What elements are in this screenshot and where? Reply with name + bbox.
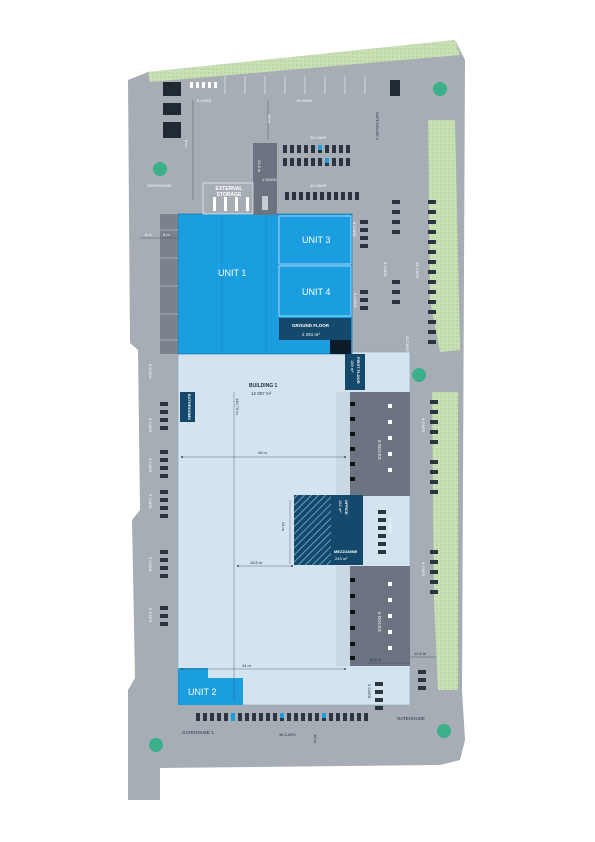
parking-label: 8 CARS <box>352 222 357 237</box>
parking-label: 4 CARS <box>148 458 153 473</box>
parking-label: 5 CARS <box>148 494 153 509</box>
parking-label: 13 CARS <box>405 335 410 352</box>
dimension-label: 6 m <box>163 232 170 237</box>
dimension-label: 15 m <box>313 734 318 743</box>
dimension-label: 16,4 m <box>369 657 382 662</box>
unit-2-label: UNIT 2 <box>188 687 217 697</box>
parking-label: 8 CARS <box>383 262 388 277</box>
parking-label: 4 CARS <box>388 518 393 533</box>
dimension-label: 18,5 m <box>250 560 263 565</box>
mezzanine-block <box>331 545 363 565</box>
unit-1-label: UNIT 1 <box>218 268 247 278</box>
dimension-label: 48 m <box>258 450 267 455</box>
office-block <box>331 495 363 545</box>
parking-label: 10 VANS <box>296 98 313 103</box>
parking-label: 5 CARS <box>197 98 212 103</box>
dimension-label: 12,5 m <box>414 651 427 656</box>
building-area: 12 007 m² <box>251 391 272 396</box>
dimension-label: 6 m <box>145 232 152 237</box>
parking-label: 9 CARS <box>421 562 426 577</box>
first-floor-area: 188 m² <box>350 360 355 373</box>
docks-lower-label: 6 DOCKS <box>377 612 382 632</box>
parking-top <box>190 82 217 88</box>
dock-block-lower <box>348 566 410 666</box>
building-name: BUILDING 1 <box>249 383 278 389</box>
green-strip-top <box>148 40 460 82</box>
parking-label: 20 CARS <box>310 135 327 140</box>
gatehouse-1-label: GATEHOUSE 1 <box>182 730 214 735</box>
parking-label: 11 CARS <box>310 183 327 188</box>
mezzanine-hatch <box>294 495 331 565</box>
office-area: 182 m² <box>338 500 343 513</box>
parking-left <box>160 402 168 626</box>
parking-label: 6 CARS <box>367 684 372 699</box>
office-label: OFFICE <box>344 500 349 515</box>
bathrooms-block <box>180 392 195 422</box>
gatehouse-top-structure <box>163 82 181 96</box>
dock-doors-upper <box>350 402 355 481</box>
mezzanine-area: 243 m² <box>335 556 348 561</box>
left-loading-strip <box>160 214 178 354</box>
dimension-label: 24,5 m <box>257 160 262 173</box>
unit-3-label: UNIT 3 <box>302 235 331 245</box>
dimension-label: 18 m <box>267 114 272 123</box>
unit-4 <box>278 265 352 317</box>
unit-2 <box>178 678 243 705</box>
green-strip-right-lower <box>432 392 458 690</box>
external-storage-label: EXTERNAL STORAGE <box>215 186 243 198</box>
first-floor-label: FIRST FLOOR <box>356 357 361 384</box>
external-storage <box>202 182 254 215</box>
parking-right-upper <box>360 200 436 344</box>
north-arrow-icon <box>433 82 447 96</box>
parking-label: 5 CARS <box>148 364 153 379</box>
parking-label: 8 CARS <box>421 418 426 433</box>
parking-label: 6 CARS <box>148 418 153 433</box>
ground-floor-block <box>279 318 351 340</box>
dock-block-upper <box>348 392 410 496</box>
north-arrow-icon <box>437 724 451 738</box>
ground-floor-label: GROUND FLOOR <box>292 323 329 328</box>
unit-3 <box>278 215 352 265</box>
bathrooms-label: BATHROOMS <box>187 394 192 420</box>
gatehouse-br-label: GATEHOUSE <box>397 716 425 721</box>
north-arrow-icon <box>412 368 426 382</box>
dock-doors-lower <box>350 578 355 660</box>
mezzanine-label: MEZZANINE <box>334 549 358 554</box>
dimension-label: 24 m <box>281 522 286 531</box>
north-arrow-icon <box>153 162 167 176</box>
dimension-label: 140,75 m <box>235 398 240 415</box>
dimension-label: 8 m <box>184 140 189 147</box>
north-arrow-icon <box>149 738 163 752</box>
parking-label: 36 CARS <box>279 732 296 737</box>
dock-doors-right <box>388 404 392 650</box>
parking-label: 5 CARS <box>148 557 153 572</box>
gatehouse-top-label: GATEHOUSE <box>147 183 172 188</box>
parking-11-cars <box>285 192 359 200</box>
parking-label: 15 CARS <box>415 262 420 279</box>
gatehouse-2-label: GATEHOUSE 2 <box>375 112 380 141</box>
unit-4-label: UNIT 4 <box>302 287 331 297</box>
parking-label: 5 CARS <box>148 608 153 623</box>
dock-label: 1 DOCK <box>262 177 277 182</box>
dimension-label: 44 m <box>242 663 251 668</box>
ground-floor-area: 2 261 m² <box>302 332 320 337</box>
parking-label: 9 CARS <box>353 293 358 308</box>
first-floor-block <box>345 354 365 390</box>
docks-upper-label: 6 DOCKS <box>377 440 382 460</box>
gatehouse-2-structure <box>390 80 400 96</box>
parking-right-lower <box>375 400 438 710</box>
